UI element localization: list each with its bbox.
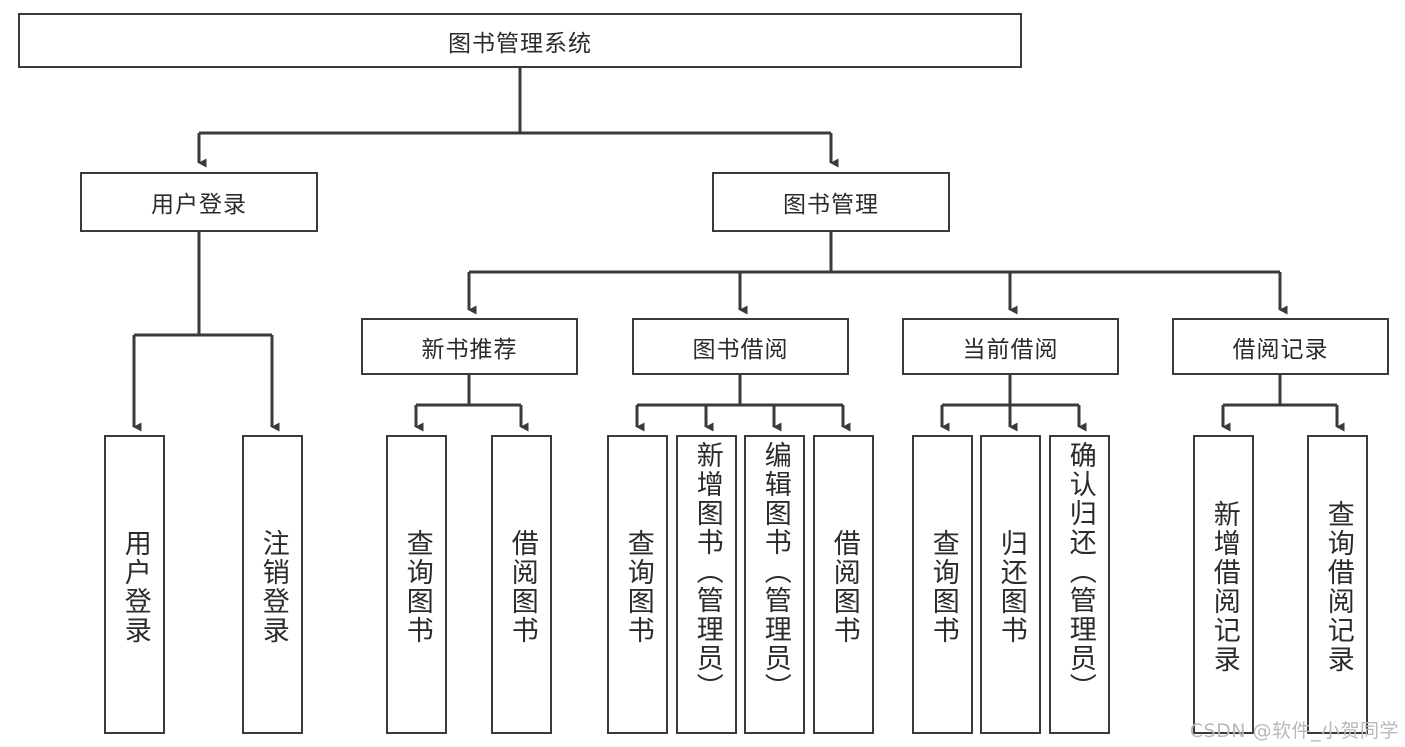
- node-label: 图书管理系统: [448, 30, 592, 57]
- node-label: 用户登录: [151, 192, 247, 218]
- node-label: 用户登录: [119, 528, 151, 645]
- node-label: 确认归还（管理员）: [1064, 441, 1096, 702]
- node-label: 借阅图书: [506, 528, 538, 645]
- node-book-borrow[interactable]: 图书借阅: [632, 318, 849, 375]
- node-label: 归还图书: [995, 528, 1027, 645]
- node-label: 新增借阅记录: [1208, 499, 1240, 674]
- node-book-management[interactable]: 图书管理: [712, 172, 950, 232]
- node-label: 编辑图书（管理员）: [759, 441, 791, 702]
- node-label: 图书管理: [783, 192, 879, 218]
- node-leaf-borrow-book[interactable]: 借阅图书: [813, 435, 874, 734]
- node-leaf-query-book-newbook[interactable]: 查询图书: [386, 435, 447, 734]
- node-leaf-add-borrow-record[interactable]: 新增借阅记录: [1193, 435, 1254, 734]
- node-label: 当前借阅: [962, 336, 1059, 363]
- node-leaf-logout[interactable]: 注销登录: [242, 435, 303, 734]
- node-label: 查询图书: [927, 528, 959, 645]
- node-label: 借阅图书: [828, 528, 860, 645]
- node-label: 查询图书: [622, 528, 654, 645]
- node-new-book-recommend[interactable]: 新书推荐: [361, 318, 578, 375]
- node-label: 查询借阅记录: [1322, 499, 1354, 674]
- node-current-borrow[interactable]: 当前借阅: [902, 318, 1119, 375]
- node-label: 新增图书（管理员）: [691, 441, 723, 702]
- node-leaf-query-book-borrow[interactable]: 查询图书: [607, 435, 668, 734]
- node-label: 图书借阅: [692, 336, 789, 363]
- node-user-login[interactable]: 用户登录: [80, 172, 318, 232]
- node-leaf-user-login[interactable]: 用户登录: [104, 435, 165, 734]
- node-leaf-edit-book-admin[interactable]: 编辑图书（管理员）: [744, 435, 805, 734]
- node-label: 借阅记录: [1232, 336, 1329, 363]
- node-label: 查询图书: [401, 528, 433, 645]
- node-leaf-return-book[interactable]: 归还图书: [980, 435, 1041, 734]
- node-leaf-borrow-book-newbook[interactable]: 借阅图书: [491, 435, 552, 734]
- node-leaf-query-borrow-record[interactable]: 查询借阅记录: [1307, 435, 1368, 734]
- node-root-book-management-system[interactable]: 图书管理系统: [18, 13, 1022, 68]
- watermark-text: CSDN @软件_小贺同学: [1189, 720, 1399, 742]
- node-leaf-confirm-return-admin[interactable]: 确认归还（管理员）: [1049, 435, 1110, 734]
- node-borrow-record[interactable]: 借阅记录: [1172, 318, 1389, 375]
- node-leaf-add-book-admin[interactable]: 新增图书（管理员）: [676, 435, 737, 734]
- node-leaf-query-book-current[interactable]: 查询图书: [912, 435, 973, 734]
- node-label: 新书推荐: [421, 336, 518, 363]
- node-label: 注销登录: [257, 528, 289, 645]
